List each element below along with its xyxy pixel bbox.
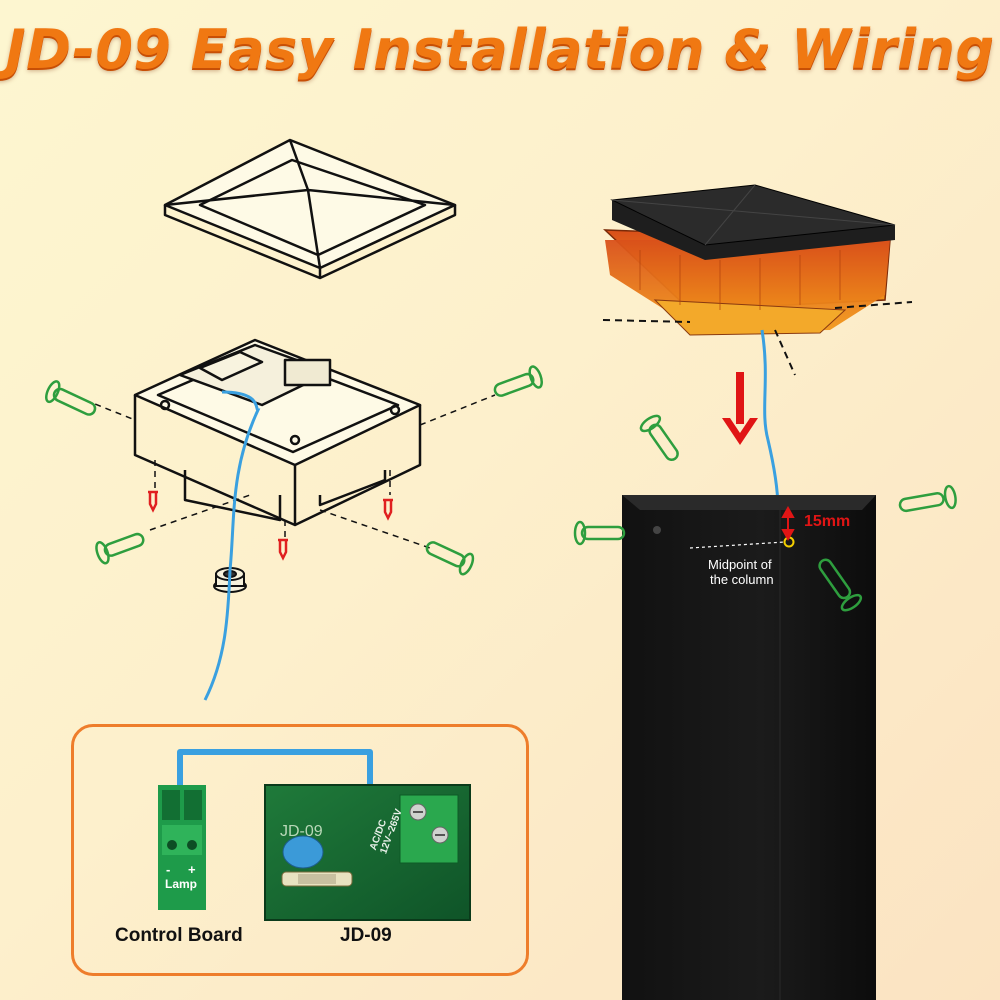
green-screws-right <box>573 414 957 612</box>
jd09-label: JD-09 <box>340 925 392 946</box>
control-board-label: Control Board <box>115 925 243 946</box>
page-title: JD-09 Easy Installation & Wiring <box>5 18 995 81</box>
fence-post <box>622 495 876 1000</box>
red-screws <box>148 490 393 561</box>
midpoint-label-line1: Midpoint of <box>708 557 772 572</box>
wire-right <box>760 329 780 521</box>
wire-left <box>203 390 261 701</box>
control-board <box>158 785 206 910</box>
cap-guide-lines <box>602 301 913 376</box>
wiring-diagram-box <box>71 724 529 976</box>
midpoint-label-line2: the column <box>710 572 774 587</box>
down-arrow <box>722 372 758 445</box>
pcb-silkscreen-label: JD-09 <box>280 823 323 840</box>
cap-lid <box>163 138 457 280</box>
base-housing <box>133 338 422 527</box>
terminal-minus: - <box>166 862 171 877</box>
lamp-cap-assembled <box>603 184 896 336</box>
pcb-terminal-block <box>399 794 459 864</box>
terminal-plus: + <box>188 862 196 877</box>
jd09-pcb <box>264 784 471 921</box>
lamp-label: Lamp <box>165 877 198 891</box>
gap-measure-label: 15mm <box>804 513 851 530</box>
